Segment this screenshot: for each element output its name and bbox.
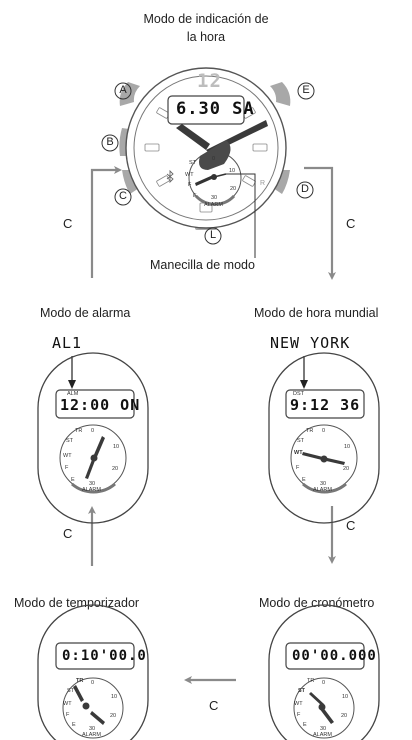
timer-dial-f: F [66,712,70,718]
main-lcd-text: 6.30 SA [176,99,255,119]
world-dial-st: ST [297,438,305,444]
world-dial-f: F [296,465,300,471]
timer-dial-e: E [72,722,76,728]
stopwatch-dial-wt: WT [294,701,303,707]
stopwatch-dial-st: ST [298,688,306,694]
arrow-c-left-top: C [63,216,73,231]
world-dial-alarm: ALARM [313,487,332,493]
world-dial-tr: TR [306,428,314,434]
button-e-label: E [302,84,310,96]
bluetooth-icon [166,169,174,184]
stopwatch-mode-title: Modo de cronómetro [259,596,375,610]
timer-dial-wt: WT [63,701,72,707]
button-d-label: D [301,183,309,195]
main-dial-f: F [188,182,192,188]
stopwatch-dial-alarm: ALARM [313,732,332,738]
timer-lcd-text: 0:10'00.0 [62,648,147,664]
arrow-c-right-mid: C [346,518,356,533]
world-dial-20: 20 [343,466,350,472]
mode-hand-leader [226,173,256,258]
stopwatch-dial-tr: TR [307,678,315,684]
world-mode-title: Modo de hora mundial [254,306,379,320]
alarm-dial-st: ST [66,438,74,444]
button-l-label: L [209,229,217,241]
main-watch [119,67,291,258]
stopwatch-lcd-text: 00'00.000 [292,648,377,664]
alarm-dial-30: 30 [89,481,96,487]
timer-dial-tr: TR [76,678,84,684]
main-dial-wt: WT [185,172,194,178]
main-lcd-window [167,95,245,125]
timer-dial-10: 10 [111,694,118,700]
main-dial-e: E [193,193,197,199]
alarm-dial-wt: WT [63,453,72,459]
main-mode-hand [195,173,227,186]
world-lcd-text: 9:12 36 [290,396,361,414]
main-dial-alarm: ALARM [204,202,223,208]
alarm-dial-0: 0 [91,428,95,434]
timer-dial-0: 0 [91,680,95,686]
arrow-c-right-top: C [346,216,356,231]
main-dial-r: R [260,180,266,187]
alarm-seg-text: AL1 [52,334,83,352]
center-hub [199,140,231,170]
main-title-line1: Modo de indicación de [143,12,269,26]
alarm-dial-alarm: ALARM [82,487,101,493]
stopwatch-dial-0: 0 [322,680,326,686]
stopwatch-dial-30: 30 [320,726,327,732]
hour-markers [144,107,268,213]
world-dial-e: E [302,477,306,483]
world-dial-0: 0 [322,428,326,434]
main-dial-st: ST [189,160,197,166]
button-c-label: C [119,190,127,202]
timer-dial-20: 20 [110,713,117,719]
main-dial-20: 20 [230,186,237,192]
stopwatch-dial-e: E [303,722,307,728]
main-twelve: 12 [197,70,222,92]
stopwatch-dial-f: F [297,712,301,718]
main-dial-10: 10 [229,168,236,174]
alarm-dial-20: 20 [112,466,119,472]
alarm-dial-f: F [65,465,69,471]
button-a-label: A [119,84,127,96]
world-seg-text: NEW YORK [270,334,351,352]
world-tag: DST [293,391,304,397]
alarm-dial-tr: TR [75,428,83,434]
button-letter-circles [101,82,315,245]
timer-dial-alarm: ALARM [82,732,101,738]
arrow-c-left-mid: C [63,526,73,541]
timer-dial-st: ST [67,688,75,694]
world-dial-10: 10 [344,444,351,450]
alarm-tag: ALM [67,391,79,397]
alarm-mode-title: Modo de alarma [40,306,131,320]
world-dial-wt: WT [294,450,303,456]
arrow-c-bottom: C [209,698,219,713]
main-dial-30: 30 [211,195,218,201]
world-dial-30: 30 [320,481,327,487]
alarm-lcd-text: 12:00 ON [60,396,141,414]
button-b-label: B [106,136,114,148]
stopwatch-dial-10: 10 [342,694,349,700]
main-dial-0: 0 [212,156,216,162]
alarm-dial-e: E [71,477,75,483]
mode-hand-caption: Manecilla de modo [150,258,255,272]
timer-dial-30: 30 [89,726,96,732]
alarm-dial-10: 10 [113,444,120,450]
main-title-line2: la hora [186,30,226,44]
stopwatch-dial-20: 20 [341,713,348,719]
